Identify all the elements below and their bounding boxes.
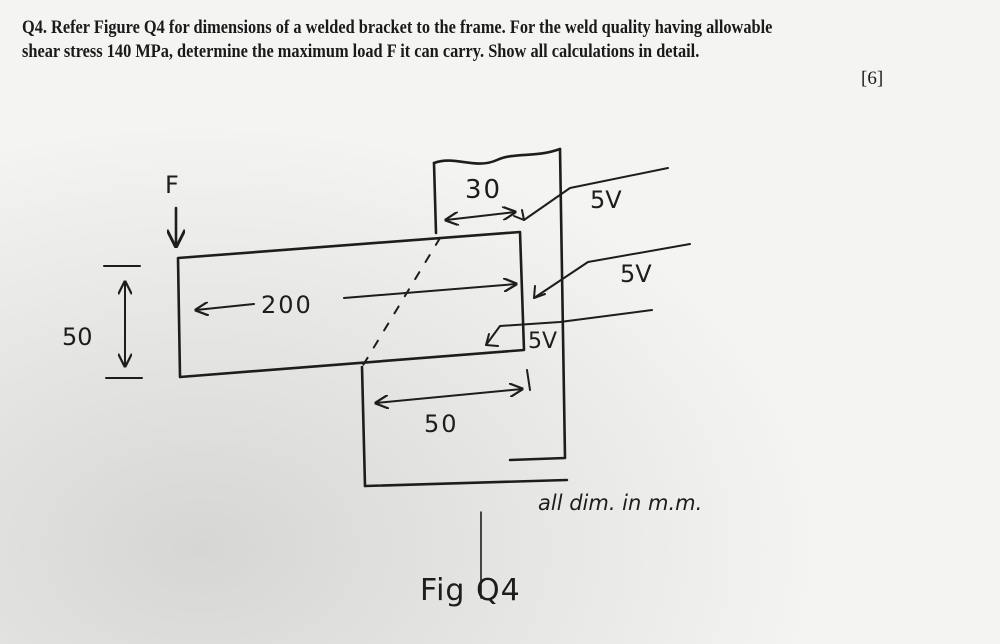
length-dimension-left bbox=[196, 304, 255, 310]
bottom-width-label: 50 bbox=[424, 410, 459, 438]
top-width-label: 30 bbox=[465, 175, 502, 205]
bracket-plate bbox=[176, 230, 526, 379]
length-label: 200 bbox=[261, 291, 313, 319]
frame-lower-left-edge bbox=[360, 365, 367, 488]
weld-leader-arrow-top bbox=[513, 209, 525, 221]
weld-symbol-top: 5V bbox=[590, 186, 622, 214]
figure-caption: Fig Q4 bbox=[420, 573, 521, 608]
top-width-dimension bbox=[446, 212, 515, 220]
units-note: all dim. in m.m. bbox=[538, 491, 702, 515]
weld-leader-middle bbox=[533, 243, 691, 299]
question-line-2: shear stress 140 MPa, determine the maxi… bbox=[22, 41, 700, 62]
frame-hidden-edge bbox=[361, 237, 441, 368]
weld-leader-bottom bbox=[485, 309, 653, 346]
question-text: Q4. Refer Figure Q4 for dimensions of a … bbox=[22, 16, 822, 64]
frame-lower-bottom-edge bbox=[363, 478, 569, 488]
question-line-1: Q4. Refer Figure Q4 for dimensions of a … bbox=[22, 17, 773, 38]
force-label: F bbox=[165, 171, 179, 199]
frame-right-edge bbox=[508, 147, 567, 462]
marks-label: [6] bbox=[861, 68, 884, 89]
bottom-width-tick bbox=[526, 369, 531, 391]
height-label: 50 bbox=[62, 323, 93, 351]
weld-leader-arrow-bottom bbox=[485, 333, 499, 347]
weld-symbol-bottom: 5V bbox=[528, 329, 557, 354]
frame-left-edge-upper bbox=[432, 161, 438, 235]
bottom-width-dimension bbox=[376, 389, 522, 403]
frame-top-wavy-edge bbox=[432, 147, 562, 165]
weld-leader-arrow-middle bbox=[533, 285, 546, 299]
length-dimension-right bbox=[343, 284, 516, 299]
weld-symbol-middle: 5V bbox=[620, 260, 652, 288]
weld-leader-top bbox=[523, 167, 669, 221]
